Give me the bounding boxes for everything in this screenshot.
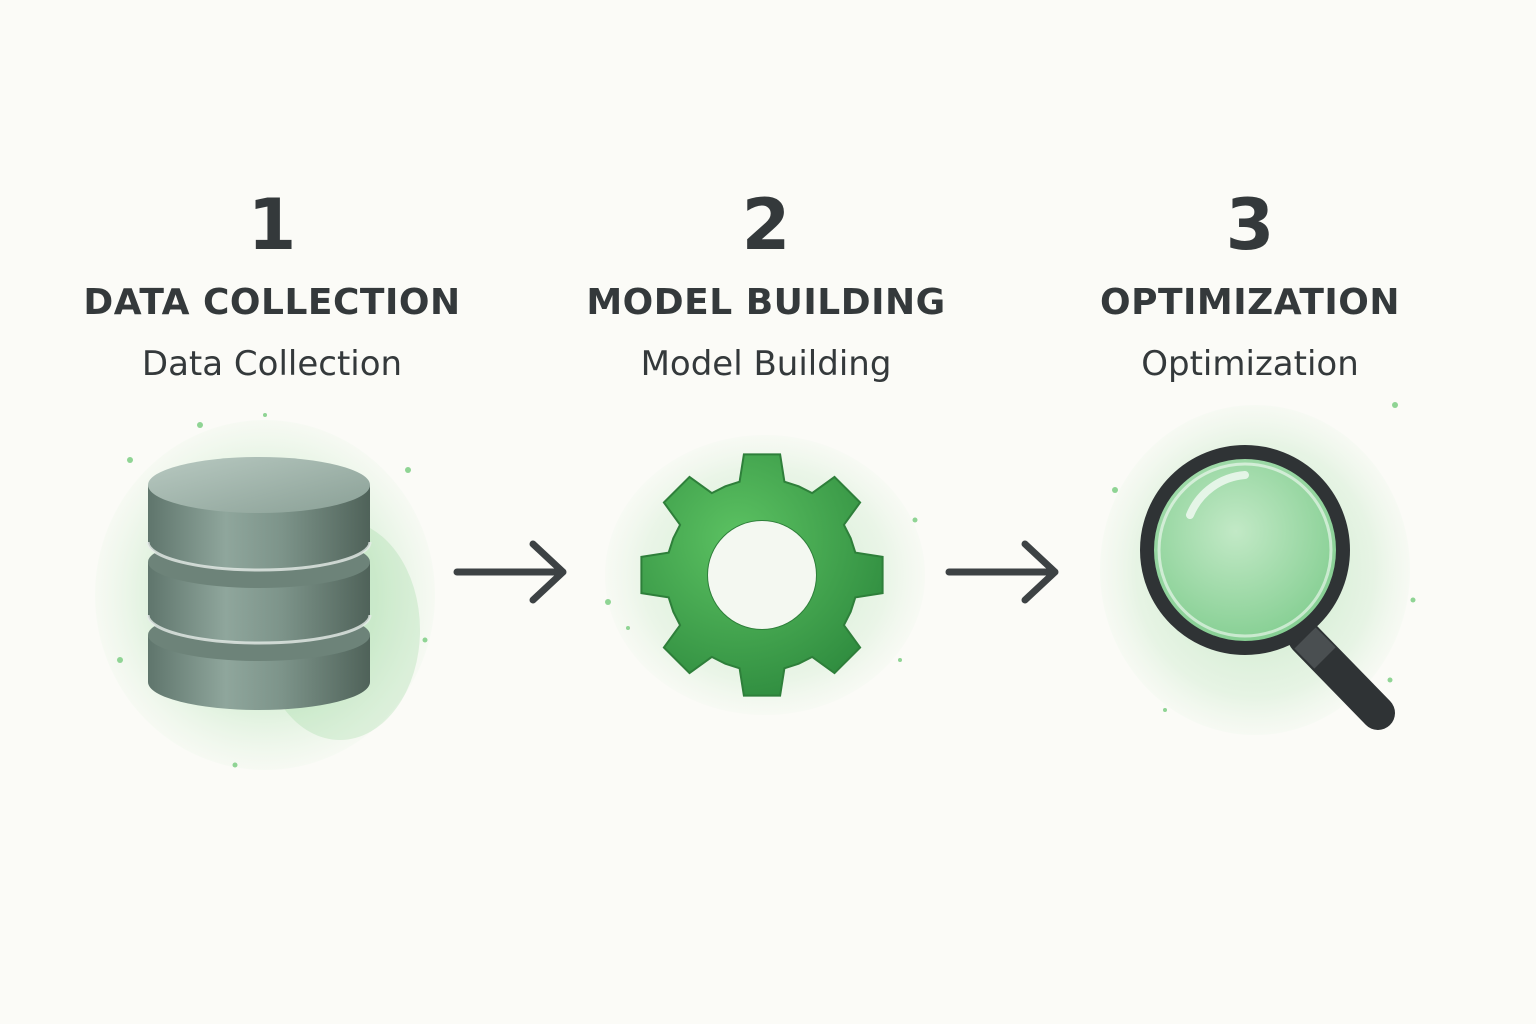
step-2: 2 MODEL BUILDING Model Building [546,180,986,386]
step-title: DATA COLLECTION [83,282,461,323]
database-icon [95,413,435,770]
magnifying-glass-icon [1100,402,1416,735]
step-3: 3 OPTIMIZATION Optimization [1030,180,1470,386]
step-number: 1 [247,184,297,266]
step-subtitle: Data Collection [141,344,403,384]
step-1: 1 DATA COLLECTION Data Collection [52,180,492,386]
gear-hole [708,521,816,629]
step-number: 2 [741,184,791,266]
step-title: OPTIMIZATION [1099,282,1400,323]
step-title: MODEL BUILDING [586,282,946,323]
step-number: 3 [1225,184,1275,266]
step-subtitle: Model Building [640,344,892,384]
arrow-right-icon [453,540,567,604]
gear-icon [605,435,925,715]
step-subtitle: Optimization [1141,344,1359,384]
arrow-right-icon [945,540,1059,604]
